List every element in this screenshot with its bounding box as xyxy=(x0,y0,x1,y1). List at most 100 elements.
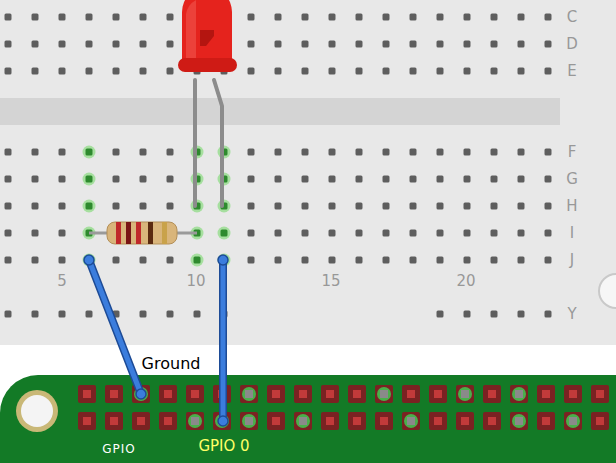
breadboard-hole xyxy=(356,149,363,156)
breadboard-hole xyxy=(329,176,336,183)
breadboard-hole xyxy=(86,311,93,318)
breadboard-hole xyxy=(5,203,12,210)
header-pin xyxy=(294,412,312,430)
column-number: 15 xyxy=(321,273,340,290)
pin-core xyxy=(272,390,280,398)
row-letter: I xyxy=(570,225,574,242)
breadboard-hole xyxy=(248,68,255,75)
breadboard-hole xyxy=(437,176,444,183)
breadboard-hole xyxy=(32,230,39,237)
rail-letter: Y xyxy=(567,306,576,323)
breadboard-hole xyxy=(383,230,390,237)
wire-end xyxy=(136,389,146,399)
breadboard-hole xyxy=(464,203,471,210)
breadboard-hole xyxy=(491,311,498,318)
pin-highlight xyxy=(188,414,202,428)
led-die xyxy=(200,30,214,46)
breadboard-hole xyxy=(86,176,93,183)
mounting-hole xyxy=(21,395,53,427)
breadboard-hole xyxy=(59,257,66,264)
pin-core xyxy=(569,417,577,425)
breadboard-hole xyxy=(86,203,93,210)
led-leg xyxy=(214,80,222,206)
breadboard-hole xyxy=(59,230,66,237)
pin-core xyxy=(461,417,469,425)
pin-core xyxy=(434,417,442,425)
breadboard-hole xyxy=(32,176,39,183)
breadboard-hole xyxy=(437,14,444,21)
wire-end xyxy=(218,416,228,426)
breadboard-hole xyxy=(275,203,282,210)
breadboard-hole xyxy=(140,176,147,183)
breadboard-hole xyxy=(275,41,282,48)
header-pin xyxy=(321,412,339,430)
breadboard-hole xyxy=(491,257,498,264)
breadboard-hole xyxy=(464,68,471,75)
breadboard-hole xyxy=(329,230,336,237)
header-pin xyxy=(240,385,258,403)
center-channel xyxy=(0,98,560,125)
pin-highlight xyxy=(566,414,580,428)
header-pin xyxy=(105,412,123,430)
breadboard-hole xyxy=(518,230,525,237)
header-pin xyxy=(564,412,582,430)
header-pin xyxy=(348,412,366,430)
pin-core xyxy=(380,417,388,425)
breadboard-hole xyxy=(5,41,12,48)
breadboard-hole xyxy=(302,176,309,183)
breadboard-hole xyxy=(410,68,417,75)
wire-core xyxy=(89,260,141,394)
resistor-symbol xyxy=(89,222,197,244)
breadboard-hole xyxy=(302,257,309,264)
header-pin xyxy=(429,412,447,430)
breadboard-hole xyxy=(518,41,525,48)
header-pin xyxy=(402,412,420,430)
breadboard-hole xyxy=(464,230,471,237)
breadboard-hole xyxy=(464,257,471,264)
breadboard-hole xyxy=(464,41,471,48)
led-body xyxy=(182,0,232,62)
breadboard-hole xyxy=(491,14,498,21)
pin-core xyxy=(434,390,442,398)
breadboard-hole xyxy=(194,311,201,318)
row-letter: C xyxy=(567,9,577,26)
breadboard-hole xyxy=(113,176,120,183)
pin-core xyxy=(407,390,415,398)
breadboard-hole xyxy=(86,14,93,21)
pin-core xyxy=(515,417,523,425)
breadboard-hole xyxy=(356,176,363,183)
pin-highlight xyxy=(512,387,526,401)
pin-core xyxy=(110,390,118,398)
pin-core xyxy=(245,390,253,398)
breadboard-hole xyxy=(518,203,525,210)
breadboard-hole xyxy=(329,149,336,156)
pin-core xyxy=(596,390,604,398)
breadboard-hole xyxy=(167,176,174,183)
pin-core xyxy=(83,390,91,398)
header-pin xyxy=(321,385,339,403)
breadboard-hole xyxy=(383,257,390,264)
header-pin xyxy=(510,385,528,403)
breadboard-hole xyxy=(59,311,66,318)
pin-core xyxy=(164,390,172,398)
breadboard-hole xyxy=(59,149,66,156)
header-pin xyxy=(78,412,96,430)
breadboard-hole xyxy=(275,176,282,183)
breadboard-hole xyxy=(248,149,255,156)
breadboard-hole xyxy=(356,41,363,48)
column-number: 5 xyxy=(57,273,67,290)
header-pin xyxy=(267,412,285,430)
breadboard-hole xyxy=(302,14,309,21)
breadboard-hole xyxy=(356,203,363,210)
pin-core xyxy=(488,417,496,425)
breadboard-hole xyxy=(248,203,255,210)
pin-core xyxy=(164,417,172,425)
pin-highlight xyxy=(296,414,310,428)
header-pin xyxy=(483,412,501,430)
wire-outline xyxy=(219,260,227,421)
wire-end xyxy=(84,255,94,265)
hole-glow xyxy=(83,200,96,213)
pin-core xyxy=(353,417,361,425)
breadboard-hole xyxy=(59,68,66,75)
breadboard-hole xyxy=(248,14,255,21)
